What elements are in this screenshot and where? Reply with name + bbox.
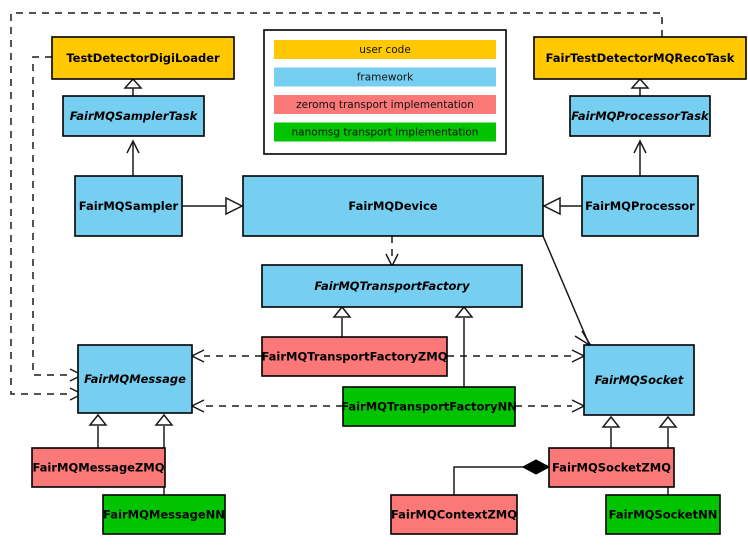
class-node-box [242,175,544,237]
edge-sampler-to-device [182,196,244,216]
legend-label: user code [359,44,411,56]
class-node-FairMQProcessor[interactable]: FairMQProcessor [581,175,699,237]
edge-sampler-to-samplertask [126,139,140,176]
class-node-FairMQMessageNN[interactable]: FairMQMessageNN [102,494,226,535]
edge-messagezmq-to-message [88,413,108,448]
class-node-box [261,336,448,377]
class-node-label: FairMQProcessorTask [571,109,710,123]
legend-item-nanomsg: nanomsg transport implementation [274,122,496,142]
class-node-box [102,494,226,535]
class-node-FairTestDetectorMQRecoTask[interactable]: FairTestDetectorMQRecoTask [533,36,747,80]
class-node-label: FairMQMessage [84,372,186,386]
class-node-box [77,344,193,414]
class-node-box [261,264,523,308]
edge-processor-to-processortask [633,139,647,176]
class-node-box [569,95,711,137]
edge-processor-to-device [542,196,582,216]
edge-tfnn-to-transportfactory [454,305,474,387]
legend-label: nanomsg transport implementation [292,127,479,139]
class-node-label: FairMQTransportFactoryNN [341,400,517,414]
class-node-FairMQMessage[interactable]: FairMQMessage [77,344,193,414]
legend-label: zeromq transport implementation [296,99,474,111]
class-node-label: FairMQContextZMQ [391,508,517,522]
class-node-box [31,447,166,488]
class-node-FairMQTransportFactory[interactable]: FairMQTransportFactory [261,264,523,308]
edge-processortask-to-recotask [630,77,650,96]
class-node-label: FairTestDetectorMQRecoTask [546,51,735,65]
class-node-label: FairMQMessageNN [103,508,225,522]
legend-panel: user code framework zeromq transport imple… [263,29,507,155]
class-node-FairMQTransportFactoryNN[interactable]: FairMQTransportFactoryNN [341,386,517,427]
legend-swatch-zeromq [274,95,496,114]
class-node-label: FairMQTransportFactoryZMQ [261,350,447,364]
class-node-FairMQContextZMQ[interactable]: FairMQContextZMQ [390,494,518,535]
class-node-label: FairMQSocketNN [609,508,718,522]
class-node-FairMQSocket[interactable]: FairMQSocket [583,344,695,416]
legend-swatch-user_code [274,40,496,59]
class-node-box [581,175,699,237]
node-layer: TestDetectorDigiLoaderFairMQSamplerTaskF… [31,36,747,535]
class-node-TestDetectorDigiLoader[interactable]: TestDetectorDigiLoader [51,36,235,80]
legend-item-user_code: user code [274,40,496,59]
class-node-label: FairMQSocketZMQ [552,461,671,475]
class-node-box [548,447,675,488]
legend-swatch-nanomsg [274,122,496,142]
class-node-FairMQProcessorTask[interactable]: FairMQProcessorTask [569,95,711,137]
class-node-box [74,175,183,237]
class-node-label: FairMQSocket [595,373,684,387]
class-node-FairMQTransportFactoryZMQ[interactable]: FairMQTransportFactoryZMQ [261,336,448,377]
class-node-FairMQSocketNN[interactable]: FairMQSocketNN [605,494,721,535]
class-node-box [583,344,695,416]
edge-tfzmq-to-transportfactory [332,305,352,337]
legend-item-zeromq: zeromq transport implementation [274,95,496,114]
class-node-label: FairMQSamplerTask [70,109,199,123]
class-node-label: FairMQProcessor [585,199,695,213]
class-node-FairMQSamplerTask[interactable]: FairMQSamplerTask [62,95,205,137]
class-node-box [62,95,205,137]
class-node-label: FairMQMessageZMQ [32,461,164,475]
class-node-box [390,494,518,535]
class-node-FairMQMessageZMQ[interactable]: FairMQMessageZMQ [31,447,166,488]
class-node-box [605,494,721,535]
legend-swatch-framework [274,67,496,87]
class-node-label: FairMQTransportFactory [314,279,470,293]
class-node-FairMQSocketZMQ[interactable]: FairMQSocketZMQ [548,447,675,488]
class-node-FairMQSampler[interactable]: FairMQSampler [74,175,183,237]
class-node-label: FairMQSampler [79,199,179,213]
class-node-box [51,36,235,80]
legend-label: framework [357,72,414,84]
edge-socketzmq-to-socket [601,415,621,448]
class-node-label: FairMQDevice [348,199,437,213]
legend-item-framework: framework [274,67,496,87]
class-node-box [342,386,516,427]
class-node-label: TestDetectorDigiLoader [66,51,220,65]
class-node-FairMQDevice[interactable]: FairMQDevice [242,175,544,237]
class-node-box [533,36,747,80]
edge-samplertask-to-digiloader [123,77,143,96]
edge-socketzmq-to-contextzmq [453,459,551,495]
